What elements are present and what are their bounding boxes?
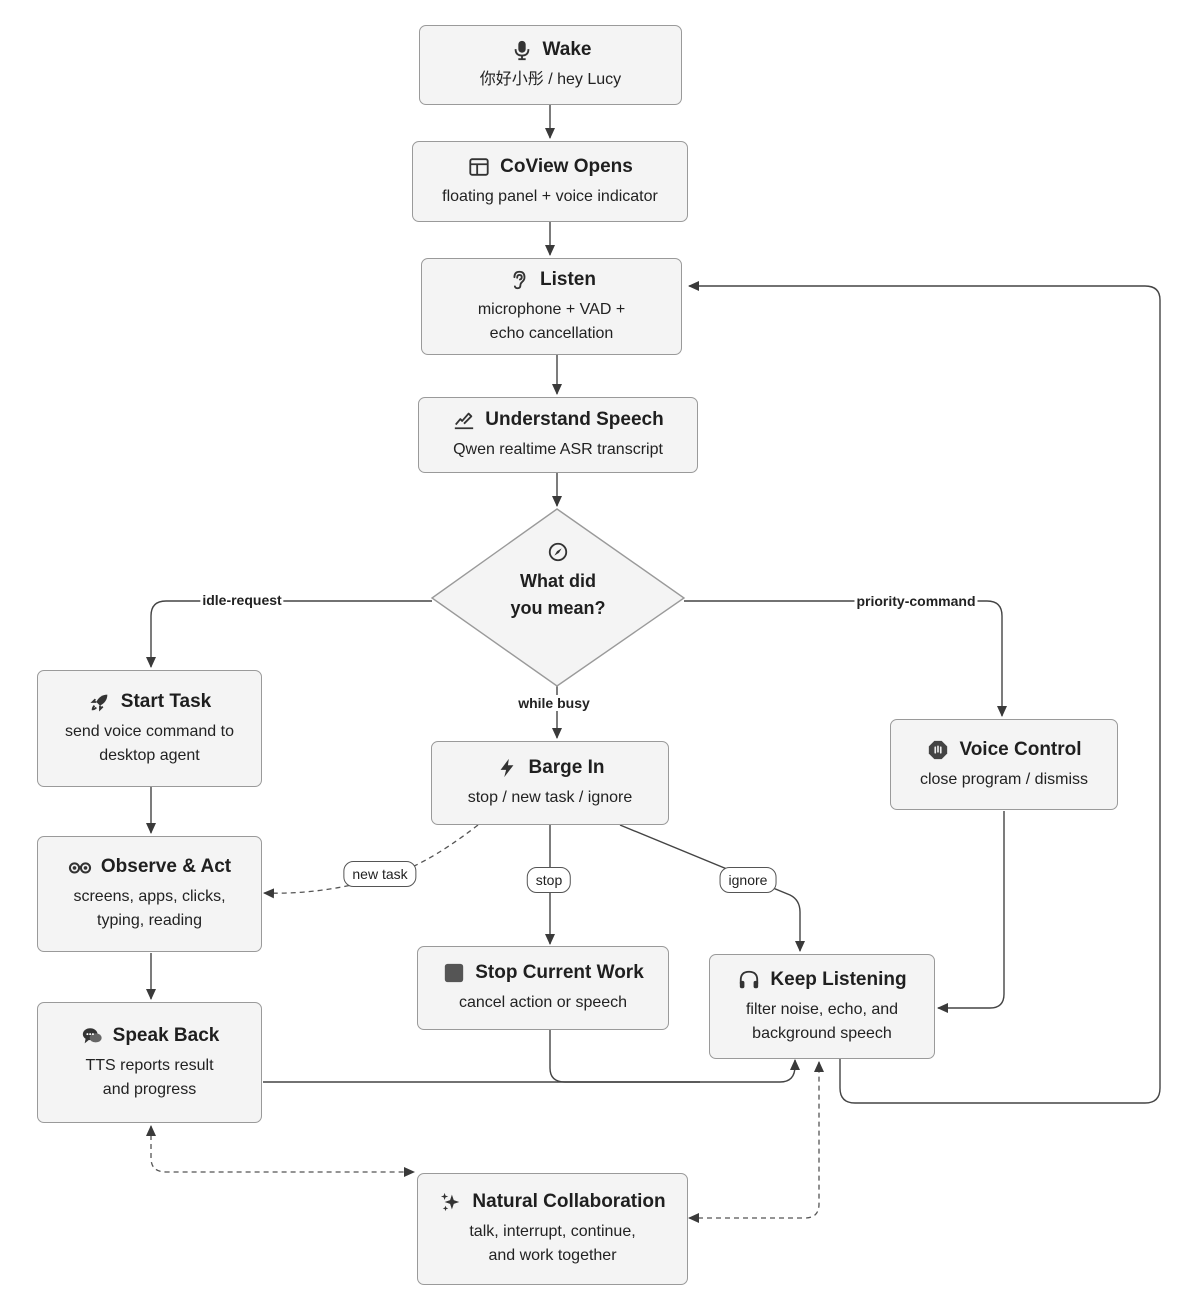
node-listen: Listen microphone + VAD + echo cancellat… bbox=[421, 258, 682, 355]
node-desc-line: send voice command to bbox=[65, 722, 234, 740]
node-desc-block: talk, interrupt, continue, and work toge… bbox=[469, 1220, 635, 1268]
node-title: Keep Listening bbox=[770, 968, 907, 990]
decision-line-1: What did bbox=[520, 571, 596, 591]
edge-label-ignore: ignore bbox=[719, 867, 777, 893]
node-title: Observe & Act bbox=[100, 856, 232, 877]
node-desc-line: talk, interrupt, continue, bbox=[469, 1223, 636, 1240]
node-wake: Wake 你好小彤 / hey Lucy bbox=[419, 25, 682, 105]
node-observe-act: Observe & Act screens, apps, clicks, typ… bbox=[37, 836, 262, 952]
node-desc-line: typing, reading bbox=[97, 912, 202, 929]
edge-stop-keeplistening bbox=[549, 1030, 700, 1083]
headphones-icon bbox=[737, 968, 761, 992]
node-natural-collaboration: Natural Collaboration talk, interrupt, c… bbox=[417, 1173, 688, 1285]
signature-icon bbox=[452, 408, 476, 432]
node-desc-block: screens, apps, clicks, typing, reading bbox=[73, 885, 225, 933]
edge-keeplistening-listen bbox=[688, 281, 1161, 1104]
node-title: Speak Back bbox=[112, 1024, 220, 1046]
node-title: Listen bbox=[540, 268, 596, 290]
edge-label-stop: stop bbox=[526, 867, 572, 893]
edge-voicecontrol-keeplistening bbox=[937, 811, 1005, 1013]
edge-speak-collab bbox=[146, 1125, 415, 1177]
node-desc-line: filter noise, echo, and bbox=[745, 1000, 899, 1018]
node-desc-line: desktop agent bbox=[99, 746, 200, 764]
node-title: Natural Collaboration bbox=[472, 1191, 666, 1212]
node-title: Wake bbox=[542, 39, 592, 60]
edge-idle-request bbox=[146, 600, 432, 668]
decision-line-2: you mean? bbox=[510, 598, 606, 618]
edge-label-priority-command: priority-command bbox=[854, 593, 978, 609]
hand-stop-icon bbox=[926, 738, 950, 762]
node-desc: floating panel + voice indicator bbox=[442, 187, 658, 205]
node-desc-block: TTS reports result and progress bbox=[85, 1054, 213, 1102]
node-title: Barge In bbox=[528, 757, 605, 778]
node-desc-line: screens, apps, clicks, bbox=[73, 888, 226, 905]
rocket-icon bbox=[88, 690, 112, 714]
binoculars-icon bbox=[68, 855, 92, 879]
sparkles-icon bbox=[439, 1190, 463, 1214]
node-barge-in: Barge In stop / new task / ignore bbox=[431, 741, 669, 825]
node-desc-line: and progress bbox=[102, 1080, 197, 1098]
node-voice-control: Voice Control close program / dismiss bbox=[890, 719, 1118, 810]
lightning-icon bbox=[495, 756, 519, 780]
node-desc-block: microphone + VAD + echo cancellation bbox=[478, 298, 625, 346]
edge-barge-ignore bbox=[619, 824, 805, 952]
edge-label-idle-request: idle-request bbox=[200, 592, 284, 608]
edge-label-while-busy: while busy bbox=[516, 695, 592, 711]
window-panel-icon bbox=[467, 155, 491, 179]
node-desc-block: filter noise, echo, and background speec… bbox=[746, 998, 898, 1046]
edge-speak-keeplistening bbox=[263, 1059, 800, 1083]
node-keep-listening: Keep Listening filter noise, echo, and b… bbox=[709, 954, 935, 1059]
node-desc: Qwen realtime ASR transcript bbox=[453, 441, 663, 458]
ear-icon bbox=[507, 268, 531, 292]
node-start-task: Start Task send voice command to desktop… bbox=[37, 670, 262, 787]
node-coview-opens: CoView Opens floating panel + voice indi… bbox=[412, 141, 688, 222]
node-desc-line: and work together bbox=[488, 1247, 617, 1264]
node-desc-line: TTS reports result bbox=[85, 1056, 214, 1074]
node-desc-line: background speech bbox=[752, 1024, 892, 1042]
compass-icon bbox=[546, 540, 570, 564]
node-desc: stop / new task / ignore bbox=[467, 789, 633, 806]
node-title: Voice Control bbox=[959, 738, 1082, 760]
node-stop-current-work: Stop Current Work cancel action or speec… bbox=[417, 946, 669, 1030]
node-desc-line: microphone + VAD + bbox=[477, 300, 626, 318]
node-title: Understand Speech bbox=[485, 409, 664, 430]
node-desc: close program / dismiss bbox=[919, 770, 1089, 788]
edge-priority-command bbox=[684, 600, 1007, 717]
chat-bubbles-icon bbox=[80, 1024, 104, 1048]
decision-diamond bbox=[430, 508, 686, 687]
node-understand-speech: Understand Speech Qwen realtime ASR tran… bbox=[418, 397, 698, 473]
edge-label-new-task: new task bbox=[343, 861, 417, 887]
microphone-icon bbox=[510, 38, 534, 62]
node-title: Start Task bbox=[120, 690, 212, 712]
node-desc-block: send voice command to desktop agent bbox=[65, 720, 234, 768]
node-desc-line: echo cancellation bbox=[489, 324, 614, 342]
node-speak-back: Speak Back TTS reports result and progre… bbox=[37, 1002, 262, 1123]
node-title: CoView Opens bbox=[500, 155, 633, 177]
stop-square-icon bbox=[442, 961, 466, 985]
node-desc: 你好小彤 / hey Lucy bbox=[479, 71, 622, 88]
node-desc: cancel action or speech bbox=[458, 994, 628, 1011]
node-title: Stop Current Work bbox=[475, 962, 644, 983]
edge-collab-keeplistening bbox=[688, 1061, 824, 1223]
decision-label: What did you mean? bbox=[432, 540, 684, 622]
